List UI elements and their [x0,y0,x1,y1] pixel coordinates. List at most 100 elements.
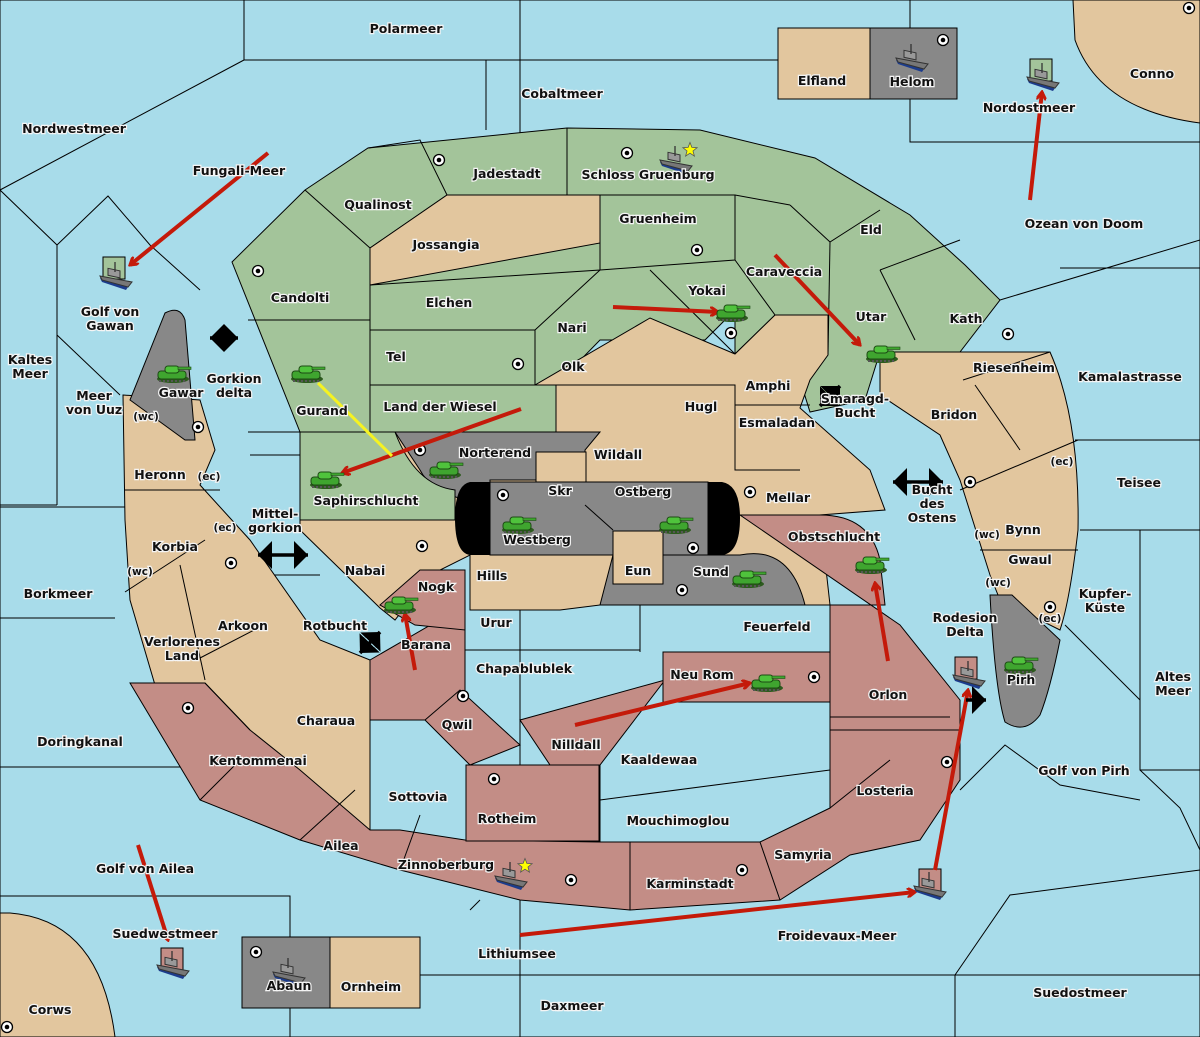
territory-label-riesenheim[interactable]: Riesenheim [972,359,1056,376]
territory-label-tel[interactable]: Tel [385,348,407,365]
territory-label-gruenheim[interactable]: Gruenheim [618,210,698,227]
territory-label-chapablublek[interactable]: Chapablublek [475,660,574,677]
territory-label-heronn[interactable]: Heronn [133,466,187,483]
territory-qwil[interactable] [424,689,521,766]
territory-label-kaaldewaa[interactable]: Kaaldewaa [619,751,698,768]
territory-label-land-der-wiesel[interactable]: Land der Wiesel [382,398,498,415]
territory-label-suedwestmeer[interactable]: Suedwestmeer [111,925,219,942]
territory-label-sottovia[interactable]: Sottovia [387,788,448,805]
territory-label-froidevaux-meer[interactable]: Froidevaux-Meer [777,927,899,944]
territory-label-elfland[interactable]: Elfland [797,72,848,89]
territory-label-arkoon[interactable]: Arkoon [217,617,269,634]
territory-label-helom[interactable]: Helom [888,73,935,90]
territory-label-orlon[interactable]: Orlon [868,686,909,703]
territory-label-amphi[interactable]: Amphi [744,377,791,394]
territory-label-caraveccia[interactable]: Caraveccia [745,263,824,280]
territory-label-elchen[interactable]: Elchen [425,294,474,311]
territory-ornheim[interactable] [329,936,421,1009]
territory-label-gurand[interactable]: Gurand [295,402,349,419]
territory-label-esmaladan[interactable]: Esmaladan [738,414,817,431]
territory-label-korbia[interactable]: Korbia [151,538,199,555]
territory-corws[interactable] [0,912,116,1037]
territory-label-kamalastrasse[interactable]: Kamalastrasse [1077,368,1183,385]
territory-label-ailea[interactable]: Ailea [322,837,360,854]
territory-label-nordostmeer[interactable]: Nordostmeer [982,99,1078,116]
territory-label-eun[interactable]: Eun [624,562,653,579]
territory-label-gawar[interactable]: Gawar [157,384,205,401]
territory-label-teisee[interactable]: Teisee [1116,474,1162,491]
territory-label-schloss-gruenburg[interactable]: Schloss Gruenburg [580,166,715,183]
territory-label-rotheim[interactable]: Rotheim [476,810,537,827]
territory-label-kentommenai[interactable]: Kentommenai [208,752,308,769]
territory-eun[interactable] [612,530,664,585]
territory-label-fungali-meer[interactable]: Fungali-Meer [192,162,288,179]
territory-rotheim[interactable] [465,764,600,842]
territory-jossangia[interactable] [369,194,601,286]
territory-label-conno[interactable]: Conno [1129,65,1176,82]
territory-label-barana[interactable]: Barana [400,636,452,653]
territory-label-daxmeer[interactable]: Daxmeer [539,997,605,1014]
territory-label-samyria[interactable]: Samyria [773,846,833,863]
territory-label-cobaltmeer[interactable]: Cobaltmeer [520,85,605,102]
territory-label-ostberg[interactable]: Ostberg [614,483,673,500]
territory-label-nari[interactable]: Nari [556,319,588,336]
territory-label-ozean-von-doom[interactable]: Ozean von Doom [1023,215,1144,232]
territory-label-borkmeer[interactable]: Borkmeer [22,585,94,602]
territory-label-nilldall[interactable]: Nilldall [550,736,602,753]
territory-saphirschlucht[interactable] [299,431,456,521]
territory-label-abaun[interactable]: Abaun [265,977,312,994]
territory-label-westberg[interactable]: Westberg [502,531,572,548]
territory-label-qualinost[interactable]: Qualinost [343,196,413,213]
territory-label-obstschlucht[interactable]: Obstschlucht [787,528,882,545]
territory-label-corws[interactable]: Corws [27,1001,72,1018]
territory-label-urur[interactable]: Urur [479,614,514,631]
territory-label-kath[interactable]: Kath [948,310,983,327]
territory-label-feuerfeld[interactable]: Feuerfeld [742,618,812,635]
territory-label-rotbucht[interactable]: Rotbucht [302,617,369,634]
territory-label-eld[interactable]: Eld [859,221,883,238]
territory-label-mouchimoglou[interactable]: Mouchimoglou [625,812,730,829]
territory-label-bridon[interactable]: Bridon [930,406,979,423]
territory-label-mellar[interactable]: Mellar [765,489,812,506]
territory-obstschlucht-orlon[interactable] [738,514,961,731]
territory-label-skr[interactable]: Skr [547,482,574,499]
territory-label-karminstadt[interactable]: Karminstadt [645,875,735,892]
territory-label-zinnoberburg[interactable]: Zinnoberburg [397,856,496,873]
territory-label-wildall[interactable]: Wildall [593,446,644,463]
territory-label-nabai[interactable]: Nabai [344,562,387,579]
territory-label-nordwestmeer[interactable]: Nordwestmeer [21,120,128,137]
territory-label-smaragd-bucht[interactable]: Smaragd-Bucht [820,390,891,421]
territory-label-qwil[interactable]: Qwil [440,716,473,733]
territory-label-ornheim[interactable]: Ornheim [340,978,403,995]
territory-label-polarmeer[interactable]: Polarmeer [368,20,444,37]
territory-label-nogk[interactable]: Nogk [417,578,456,595]
territory-label-losteria[interactable]: Losteria [855,782,915,799]
territory-label-bynn[interactable]: Bynn [1004,521,1042,538]
territory-label-pirh[interactable]: Pirh [1006,671,1037,688]
territory-elfland[interactable] [777,27,871,100]
territory-label-hugl[interactable]: Hugl [684,398,719,415]
territory-label-sund[interactable]: Sund [692,563,730,580]
territory-label-candolti[interactable]: Candolti [270,289,331,306]
territory-label-doringkanal[interactable]: Doringkanal [36,733,124,750]
territory-label-jadestadt[interactable]: Jadestadt [471,165,542,182]
territory-neu-rom[interactable] [662,651,831,703]
territory-label-lithiumsee[interactable]: Lithiumsee [477,945,557,962]
territory-label-olk[interactable]: Olk [560,358,586,375]
territory-label-yokai[interactable]: Yokai [686,282,727,299]
territory-label-hills[interactable]: Hills [475,567,508,584]
territory-label-saphirschlucht[interactable]: Saphirschlucht [312,492,419,509]
territory-label-norterend[interactable]: Norterend [458,444,533,461]
territory-label-golf-von-ailea[interactable]: Golf von Ailea [95,860,195,877]
territory-label-mittel-gorkion[interactable]: Mittel-gorkion [247,505,303,536]
territory-label-kupfer-k-ste[interactable]: Kupfer-Küste [1078,585,1133,616]
